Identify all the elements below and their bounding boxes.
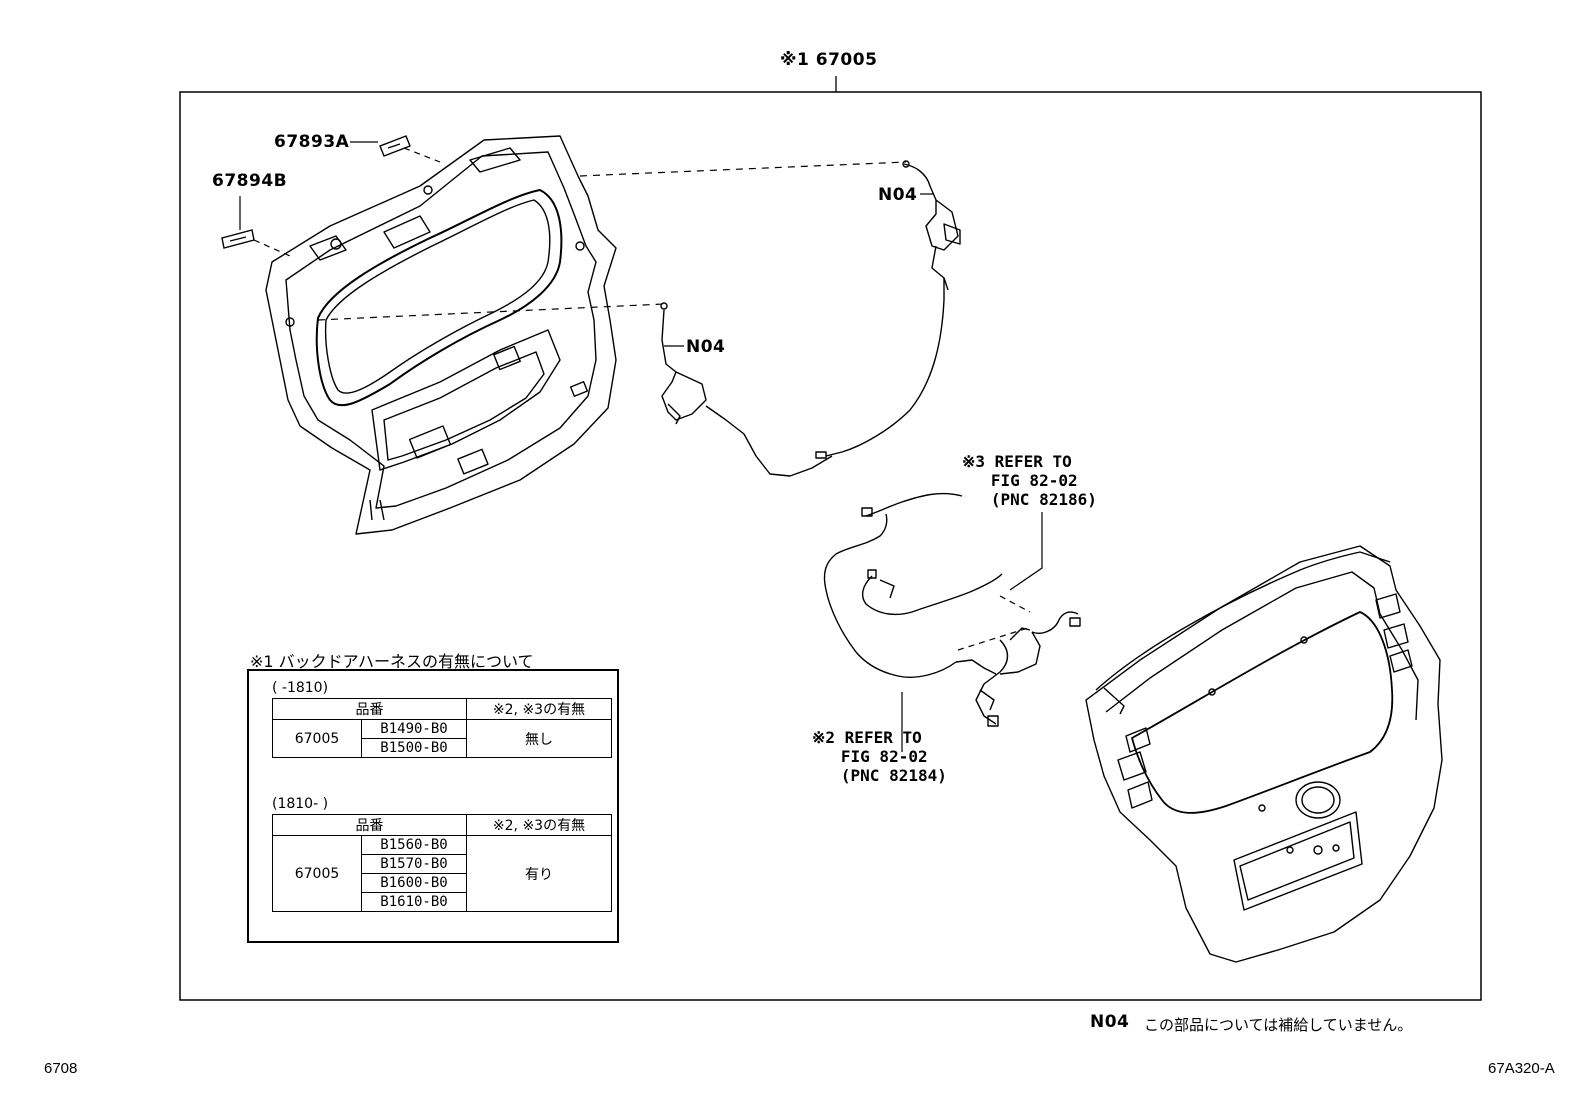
lower-lock-cable — [660, 302, 833, 477]
dash-harness-a — [957, 627, 1029, 651]
presence-value: 有り — [466, 835, 612, 912]
label-67893A: 67893A — [274, 132, 350, 152]
table-outer-box — [247, 669, 619, 943]
period-label-2: (1810- ) — [272, 796, 329, 812]
upper-lock-cable — [815, 160, 961, 459]
note-text: この部品については補給していません。 — [1144, 1016, 1413, 1034]
table-heading: ※1 バックドアハーネスの有無について — [250, 652, 534, 671]
wire-harness — [823, 492, 1081, 727]
dash-harness-b — [999, 595, 1031, 613]
outer-back-door — [1085, 545, 1443, 963]
col-part-number: 品番 — [272, 814, 467, 836]
col-presence: ※2, ※3の有無 — [466, 698, 612, 720]
label-n04-upper: N04 — [878, 185, 918, 205]
part-67893A-shape — [379, 135, 411, 157]
part-code: B1490-B0 — [361, 719, 467, 739]
label-67894B: 67894B — [212, 171, 288, 191]
parts-table-2: 品番 ※2, ※3の有無 67005 B1560-B0 有り B1570-B0 … — [272, 814, 612, 912]
base-part-number: 67005 — [272, 835, 362, 912]
part-code: B1560-B0 — [361, 835, 467, 855]
base-part-number: 67005 — [272, 719, 362, 758]
footer-figure-number: 6708 — [44, 1060, 78, 1077]
inner-back-door-panel — [265, 135, 617, 535]
label-refer-82186: ※3 REFER TO FIG 82-02 (PNC 82186) — [962, 452, 1097, 509]
col-presence: ※2, ※3の有無 — [466, 814, 612, 836]
col-part-number: 品番 — [272, 698, 467, 720]
label-assembly-67005: ※1 67005 — [780, 50, 878, 70]
dash-to-n04-lower — [317, 303, 665, 321]
leader-ref3 — [1009, 512, 1043, 591]
presence-value: 無し — [466, 719, 612, 758]
diagram-frame — [179, 91, 1482, 1001]
part-code: B1610-B0 — [361, 892, 467, 912]
note-code: N04 — [1090, 1012, 1130, 1032]
period-label-1: ( -1810) — [272, 680, 329, 696]
footer-illustration-id: 67A320-A — [1488, 1060, 1555, 1077]
label-n04-lower: N04 — [686, 337, 726, 357]
dash-to-n04-upper — [579, 161, 907, 177]
part-code: B1500-B0 — [361, 738, 467, 758]
label-refer-82184: ※2 REFER TO FIG 82-02 (PNC 82184) — [812, 728, 947, 785]
part-code: B1600-B0 — [361, 873, 467, 893]
parts-table-1: 品番 ※2, ※3の有無 67005 B1490-B0 無し B1500-B0 — [272, 698, 612, 758]
part-code: B1570-B0 — [361, 854, 467, 874]
